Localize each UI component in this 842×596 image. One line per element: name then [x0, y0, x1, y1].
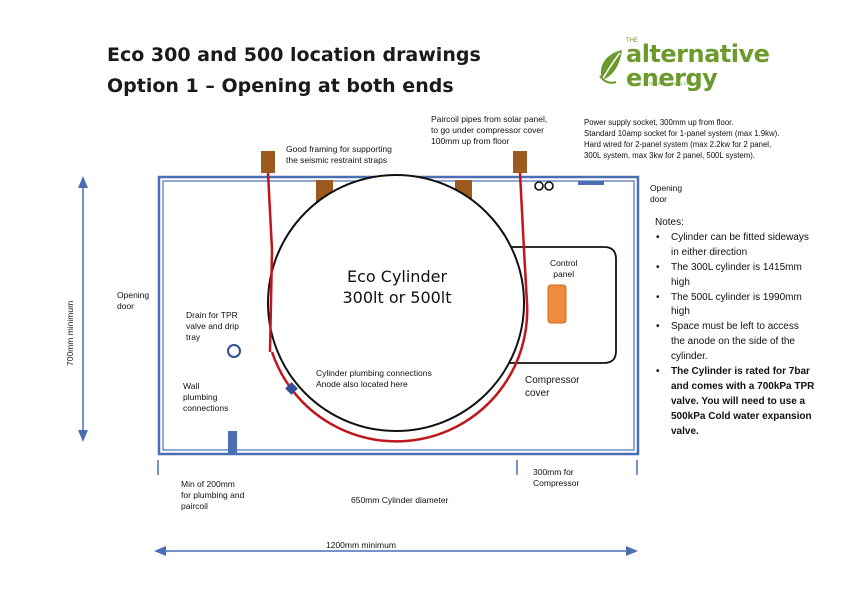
- opening-left-line1: Opening: [117, 290, 150, 300]
- drain-label-line2: valve and drip: [186, 321, 239, 331]
- compressor-cover-outline: [490, 246, 617, 364]
- note-text: The 300L cylinder is 1415mm high: [671, 261, 802, 288]
- framing-label-line1: Good framing for supporting: [286, 144, 392, 154]
- page-subtitle: Option 1 – Opening at both ends: [107, 75, 454, 97]
- min-200mm-label: Min of 200mm for plumbing and paircoil: [181, 479, 244, 512]
- eco-cylinder: [267, 174, 525, 432]
- plumb-label-line1: Cylinder plumbing connections: [316, 368, 432, 378]
- comp300-label-line2: Compressor: [533, 478, 580, 488]
- notes-list: Cylinder can be fitted sideways in eithe…: [655, 231, 815, 440]
- notes-panel: Notes: Cylinder can be fitted sideways i…: [655, 216, 815, 440]
- drain-icon: [227, 344, 241, 358]
- logo-line2: energy: [626, 64, 718, 92]
- min200-label-line3: paircoil: [181, 501, 208, 511]
- paircoil-label: Paircoil pipes from solar panel, to go u…: [431, 114, 547, 147]
- control-label-line1: Control: [550, 258, 578, 268]
- wall-label-line2: plumbing: [183, 392, 218, 402]
- power-socket-icon: [534, 181, 544, 191]
- wall-label-line1: Wall: [183, 381, 200, 391]
- note-item: The 500L cylinder is 1990mm high: [656, 291, 815, 321]
- bracket-top-left: [261, 151, 275, 173]
- cylinder-label-line1: Eco Cylinder: [346, 267, 448, 286]
- paircoil-pipe-right: [518, 172, 529, 304]
- logo-tagline: TECHNOLOGIES LTD: [648, 81, 689, 86]
- wall-plumbing-label: Wall plumbing connections: [183, 381, 228, 414]
- drain-label-line3: tray: [186, 332, 201, 342]
- opening-left-line2: door: [117, 301, 135, 311]
- leaf-logo-icon: [599, 50, 622, 84]
- cylinder-label-line2: 300lt or 500lt: [342, 288, 452, 307]
- framing-label-line2: the seismic restraint straps: [286, 155, 388, 165]
- control-panel: [547, 284, 567, 324]
- opening-door-left-label: Opening door: [117, 290, 149, 312]
- opening-door-right-label: Opening door: [650, 183, 682, 205]
- control-panel-label: Control panel: [550, 258, 577, 280]
- note-item: The 300L cylinder is 1415mm high: [656, 261, 815, 291]
- min200-label-line1: Min of 200mm: [181, 479, 235, 489]
- paircoil-label-line1: Paircoil pipes from solar panel,: [431, 114, 548, 124]
- comp300-label-line1: 300mm for: [533, 467, 574, 477]
- plumbing-connections-label: Cylinder plumbing connections Anode also…: [316, 368, 432, 390]
- control-label-line2: panel: [553, 269, 575, 279]
- page-title: Eco 300 and 500 location drawings: [107, 44, 481, 66]
- power-label-line4: 300L system, max 3kw for 2 panel, 500L s…: [584, 151, 756, 160]
- drain-label-line1: Drain for TPR: [186, 310, 238, 320]
- logo-line1: alternative: [626, 40, 770, 68]
- compressor-label-line1: Compressor: [525, 375, 580, 386]
- logo-brand: alternative energy: [626, 40, 770, 92]
- logo-the: THE: [626, 38, 638, 44]
- note-text: Space must be left to access the anode o…: [671, 321, 799, 363]
- height-arrow-top-head: [78, 176, 88, 188]
- opening-right-line1: Opening: [650, 183, 683, 193]
- note-text: The Cylinder is rated for 7bar and comes…: [671, 366, 815, 437]
- width-minimum-label: 1200mm minimum: [326, 540, 396, 550]
- height-arrow-bottom-head: [78, 430, 88, 442]
- note-text: Cylinder can be fitted sideways in eithe…: [671, 231, 809, 258]
- wall-plumbing-icon: [228, 431, 237, 455]
- plumb-label-line2: Anode also located here: [316, 379, 408, 389]
- door-marker-top: [578, 181, 604, 185]
- compressor-300mm-label: 300mm for Compressor: [533, 467, 579, 489]
- note-item: Cylinder can be fitted sideways in eithe…: [656, 231, 815, 261]
- diameter-label: 650mm Cylinder diameter: [351, 495, 449, 505]
- paircoil-pipe-left: [266, 172, 274, 353]
- paircoil-label-line3: 100mm up from floor: [431, 136, 510, 146]
- note-item: Space must be left to access the anode o…: [656, 320, 815, 365]
- compressor-cover-label: Compressor cover: [525, 374, 579, 400]
- width-arrow-left-head: [154, 546, 166, 556]
- drain-label: Drain for TPR valve and drip tray: [186, 310, 239, 343]
- power-label-line3: Hard wired for 2-panel system (max 2.2kw…: [584, 140, 772, 149]
- compressor-label-line2: cover: [525, 388, 550, 399]
- power-label-line1: Power supply socket, 300mm up from floor…: [584, 118, 734, 127]
- cylinder-label: Eco Cylinder 300lt or 500lt: [322, 266, 472, 308]
- note-item: The Cylinder is rated for 7bar and comes…: [656, 365, 815, 440]
- cylinder-pipe-arc: [270, 302, 529, 443]
- min200-label-line2: for plumbing and: [181, 490, 245, 500]
- height-minimum-label: 700mm minimum: [65, 300, 75, 366]
- paircoil-label-line2: to go under compressor cover: [431, 125, 544, 135]
- framing-label: Good framing for supporting the seismic …: [286, 144, 392, 166]
- notes-heading: Notes:: [655, 217, 684, 228]
- bracket-top-right: [513, 151, 527, 173]
- note-text: The 500L cylinder is 1990mm high: [671, 291, 802, 318]
- width-arrow-right-head: [626, 546, 638, 556]
- power-label-line2: Standard 10amp socket for 1-panel system…: [584, 129, 780, 138]
- company-logo: THE alternative energy TECHNOLOGIES LTD: [596, 38, 782, 92]
- power-socket-icon-2: [544, 181, 554, 191]
- opening-right-line2: door: [650, 194, 668, 204]
- wall-label-line3: connections: [183, 403, 229, 413]
- plumbing-connection-icon: [285, 382, 298, 395]
- power-supply-label: Power supply socket, 300mm up from floor…: [584, 117, 779, 161]
